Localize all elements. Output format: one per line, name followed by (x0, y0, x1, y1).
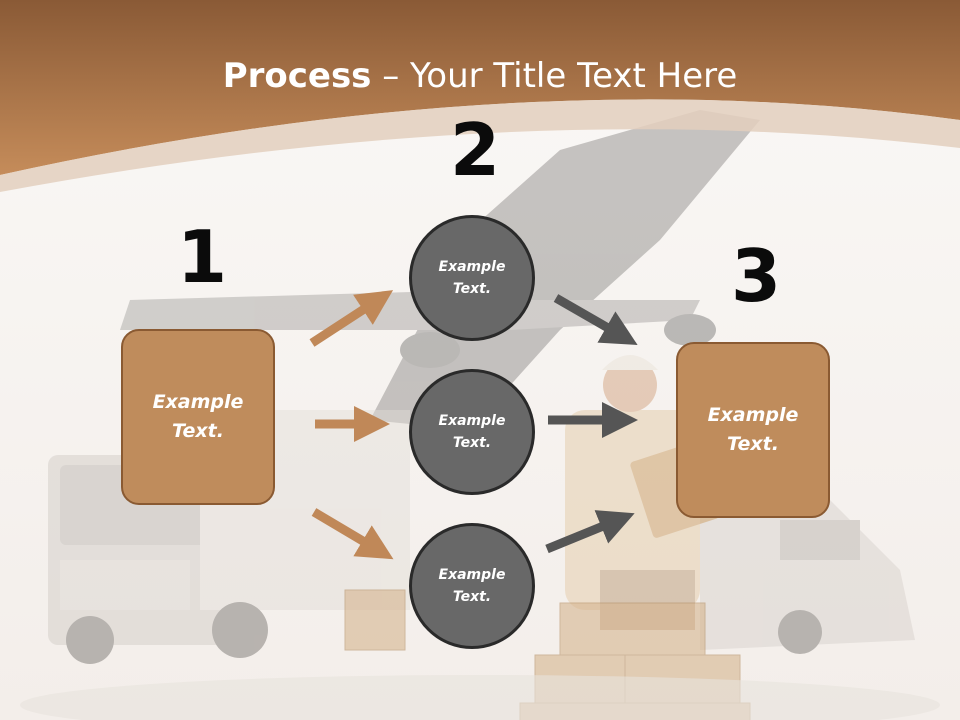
step-3-text-line2: Text. (727, 433, 779, 455)
circle-top-line2: Text. (452, 281, 492, 297)
van-image (700, 500, 915, 654)
step-1-text-line2: Text. (172, 420, 224, 442)
step-3-text-line1: Example (707, 404, 799, 426)
courier-person-image (565, 355, 720, 630)
title-rest: – Your Title Text Here (371, 56, 738, 96)
header-banner (0, 0, 960, 192)
step-number-2: 2 (450, 108, 501, 192)
circle-top-line1: Example (438, 259, 506, 275)
circle-middle-line2: Text. (452, 435, 492, 451)
slide-title: Process – Your Title Text Here (0, 56, 960, 96)
circle-bottom-line1: Example (438, 567, 506, 583)
step-1-text-line1: Example (152, 391, 244, 413)
circle-middle-line1: Example (438, 413, 506, 429)
circle-bottom-line2: Text. (452, 589, 492, 605)
step-number-1: 1 (177, 215, 228, 299)
title-bold: Process (222, 56, 372, 96)
step-number-3: 3 (731, 234, 782, 318)
